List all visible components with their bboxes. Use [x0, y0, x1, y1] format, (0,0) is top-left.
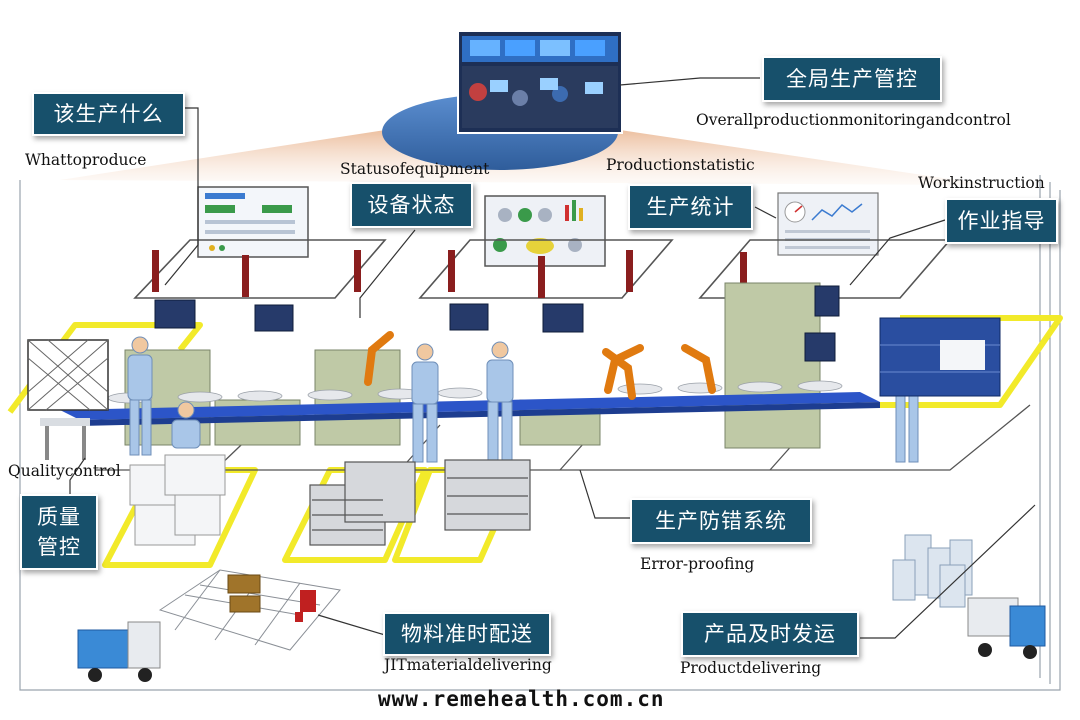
label-equipment-status: 设备状态 [350, 182, 473, 228]
pallet-boxes [227, 574, 261, 613]
material-trolleys [309, 459, 531, 546]
control-room [382, 30, 623, 170]
conveyor-line [60, 380, 880, 426]
robot-arms [364, 331, 716, 400]
end-rack [879, 317, 1001, 397]
product-boxes [129, 454, 226, 546]
city-buildings [892, 534, 973, 608]
caption-production-statistic: Productionstatistic [606, 156, 755, 174]
caption-work-instruction: Workinstruction [918, 174, 1045, 192]
label-product-delivery: 产品及时发运 [681, 611, 859, 657]
caption-jit-delivery: JITmaterialdelivering [384, 656, 552, 674]
label-jit-delivery: 物料准时配送 [383, 612, 551, 656]
label-overall-control: 全局生产管控 [762, 56, 942, 102]
caption-overall-control: Overallproductionmonitoringandcontrol [696, 111, 1011, 129]
label-work-instruction: 作业指导 [945, 198, 1058, 244]
screen-equipment-status [484, 195, 606, 267]
screen-what-to-produce [197, 186, 309, 258]
truck-right [967, 597, 1046, 659]
station-monitors [154, 285, 840, 362]
watermark: www.remehealth.com.cn [378, 687, 665, 711]
forklift [295, 590, 316, 622]
caption-what-to-produce: Whattoproduce [25, 151, 147, 169]
workers [127, 329, 920, 463]
label-production-statistic: 生产统计 [628, 184, 753, 230]
label-quality-control: 质量管控 [20, 494, 98, 570]
andon-towers [152, 250, 747, 298]
caption-equipment-status: Statusofequipment [340, 160, 490, 178]
label-error-proofing: 生产防错系统 [630, 498, 812, 544]
caption-product-delivery: Productdelivering [680, 659, 822, 677]
caption-quality-control: Qualitycontrol [8, 462, 121, 480]
label-what-to-produce: 该生产什么 [32, 92, 185, 136]
screen-production-statistic [777, 192, 879, 256]
frame-outline [19, 175, 1061, 691]
quality-station [27, 339, 109, 460]
caption-error-proofing: Error-proofing [640, 555, 755, 573]
truck-left [77, 621, 161, 682]
